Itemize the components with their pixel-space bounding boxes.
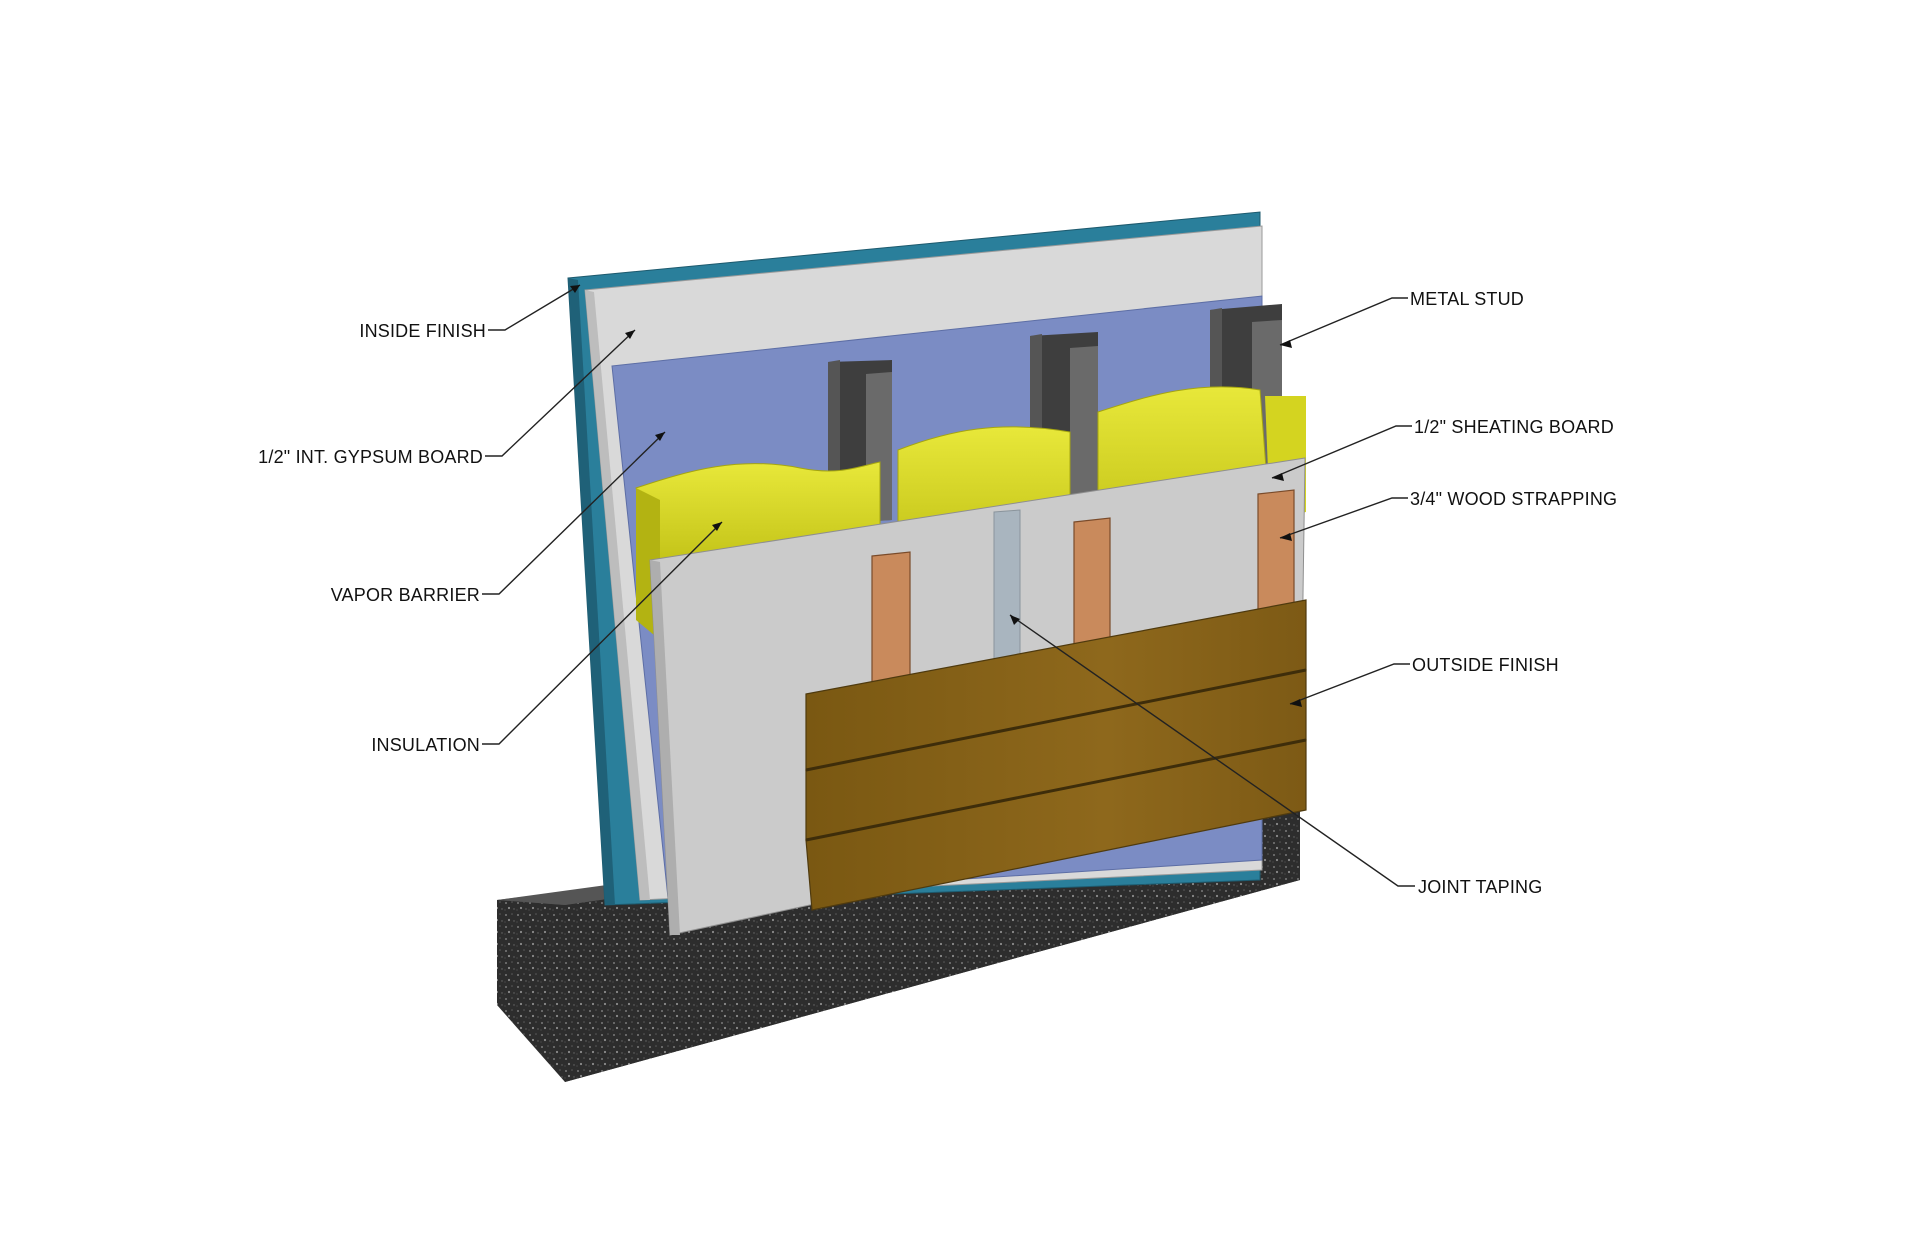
label-wood-strapping: 3/4" WOOD STRAPPING — [1410, 489, 1617, 509]
wood-strapping — [871, 489, 1295, 695]
label-sheathing-board: 1/2" SHEATING BOARD — [1414, 417, 1614, 437]
outside-finish-siding — [805, 599, 1307, 911]
label-gypsum-board: 1/2" INT. GYPSUM BOARD — [258, 447, 483, 467]
label-insulation: INSULATION — [371, 735, 480, 755]
label-outside-finish: OUTSIDE FINISH — [1412, 655, 1559, 675]
label-inside-finish: INSIDE FINISH — [359, 321, 486, 341]
label-joint-taping: JOINT TAPING — [1418, 877, 1542, 897]
joint-tape — [993, 509, 1021, 663]
label-metal-stud: METAL STUD — [1410, 289, 1524, 309]
leader-lines — [482, 284, 1415, 887]
label-vapor-barrier: VAPOR BARRIER — [331, 585, 480, 605]
